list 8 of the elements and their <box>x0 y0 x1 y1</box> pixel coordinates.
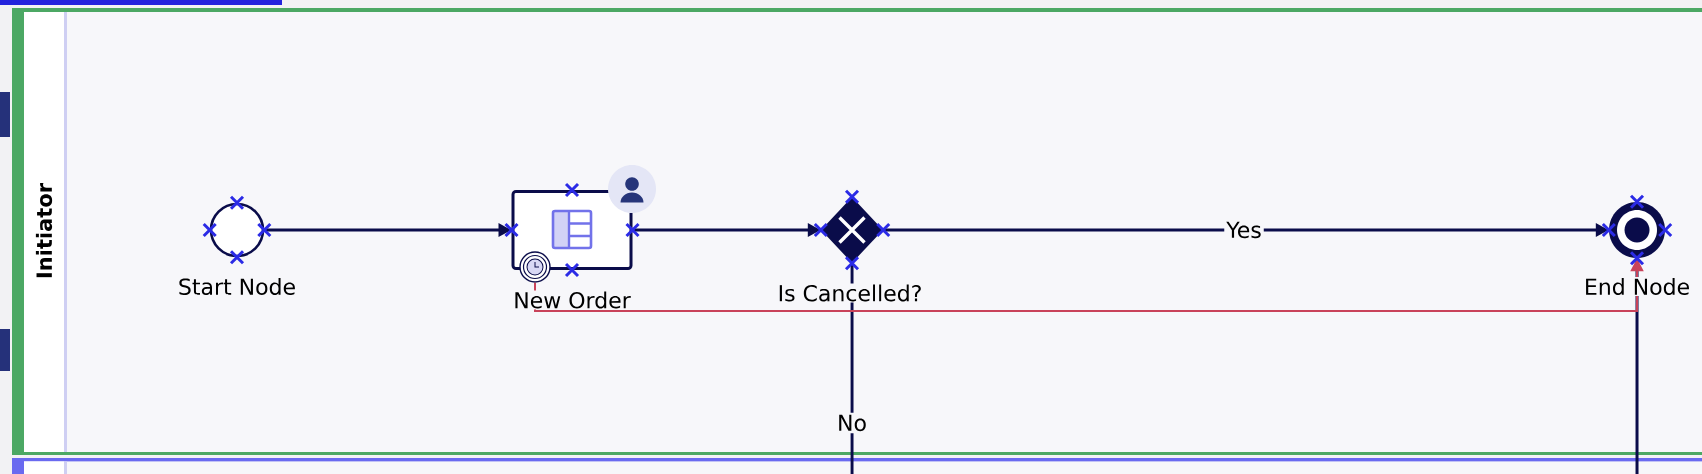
swimlane <box>12 458 1702 474</box>
edge-label: No <box>835 412 869 434</box>
node-label: Is Cancelled? <box>776 283 924 303</box>
edge-label: Yes <box>1224 219 1264 241</box>
end-event-circle <box>1609 202 1665 258</box>
decision-diamond <box>821 197 883 263</box>
start-event-circle <box>209 202 265 258</box>
node-label: New Order <box>512 290 632 310</box>
